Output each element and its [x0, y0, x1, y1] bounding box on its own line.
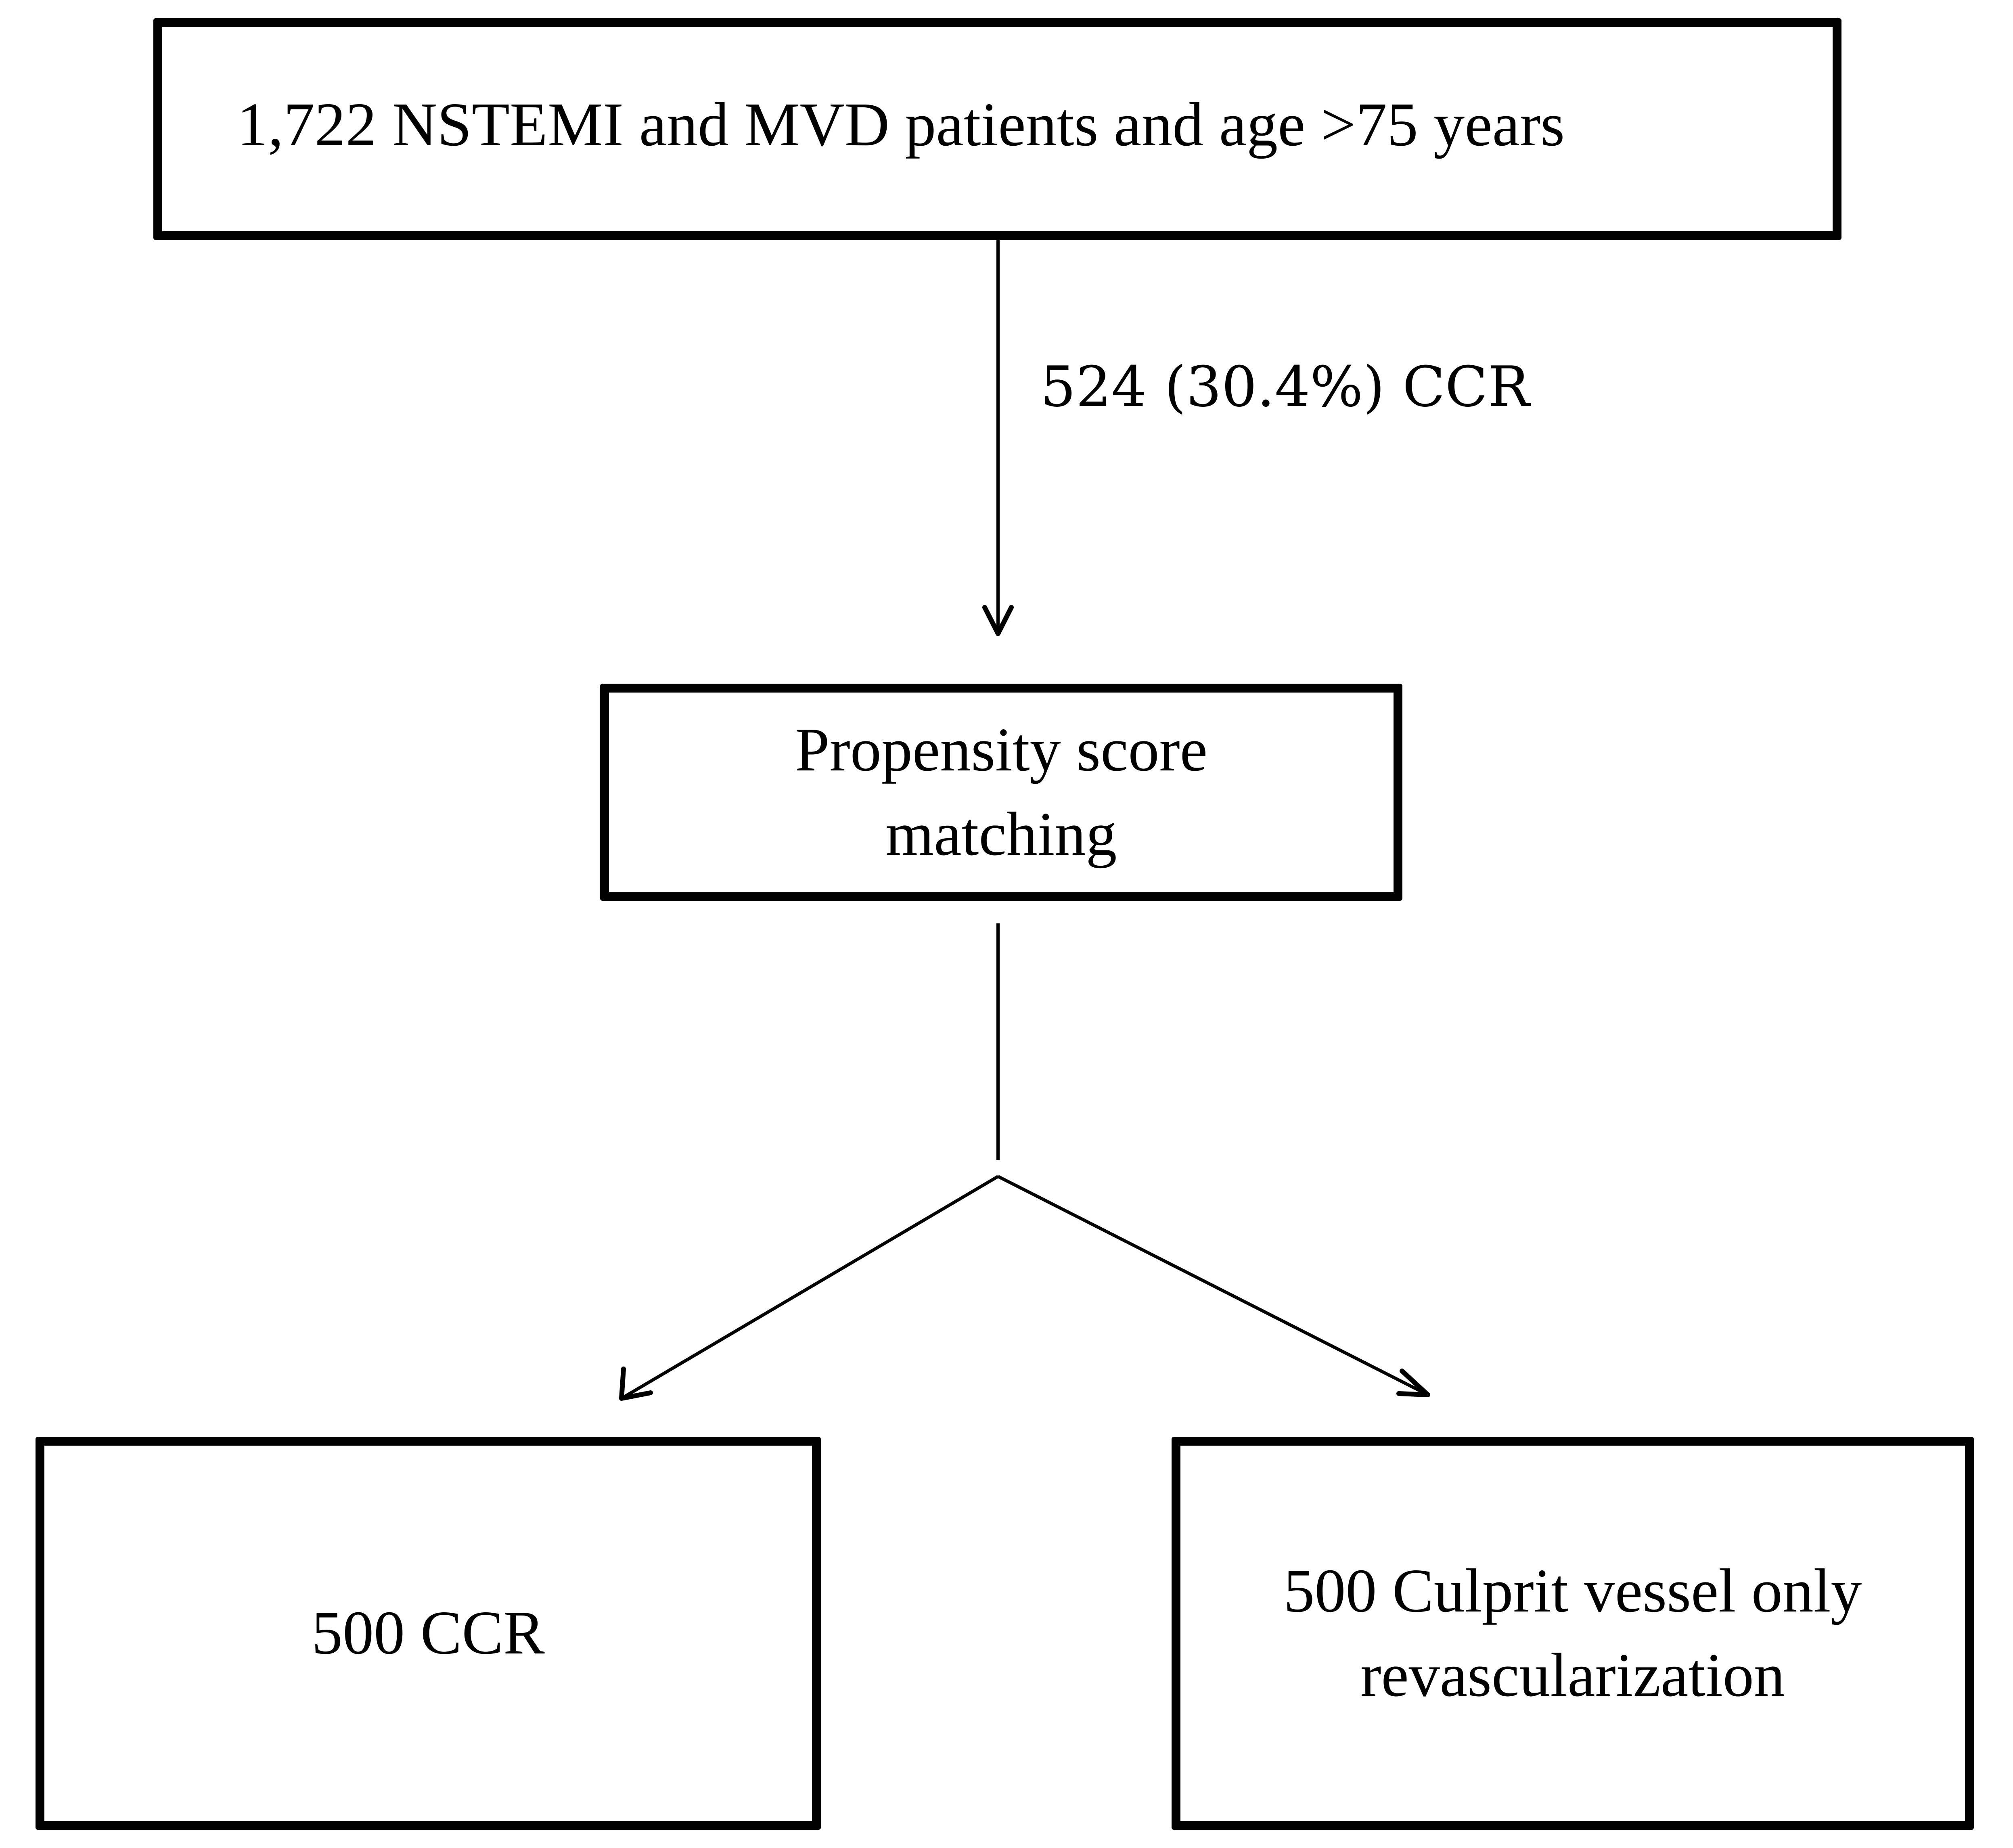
box-propensity-matching: Propensity score matching — [600, 684, 1402, 901]
connector-split-left — [620, 1175, 999, 1400]
culprit-line-2: revascularization — [1360, 1641, 1785, 1710]
arrowhead-top-to-middle — [982, 605, 1014, 636]
propensity-line-2: matching — [885, 800, 1117, 869]
ccr-count-label: 524 (30.4%) CCR — [1040, 354, 1530, 419]
total-patients-text: 1,722 NSTEMI and MVD patients and age >7… — [237, 90, 1565, 159]
propensity-line-1: Propensity score — [795, 715, 1208, 784]
connector-split-right — [997, 1175, 1429, 1396]
box-ccr-group: 500 CCR — [36, 1437, 821, 1830]
culprit-line-1: 500 Culprit vessel only — [1283, 1556, 1862, 1625]
box-total-patients: 1,722 NSTEMI and MVD patients and age >7… — [153, 18, 1841, 240]
box-culprit-only-group: 500 Culprit vessel only revascularizatio… — [1172, 1437, 1974, 1830]
arrowhead-split-right — [1396, 1369, 1430, 1397]
ccr-group-text: 500 CCR — [312, 1599, 545, 1668]
arrowhead-split-left — [619, 1367, 653, 1401]
